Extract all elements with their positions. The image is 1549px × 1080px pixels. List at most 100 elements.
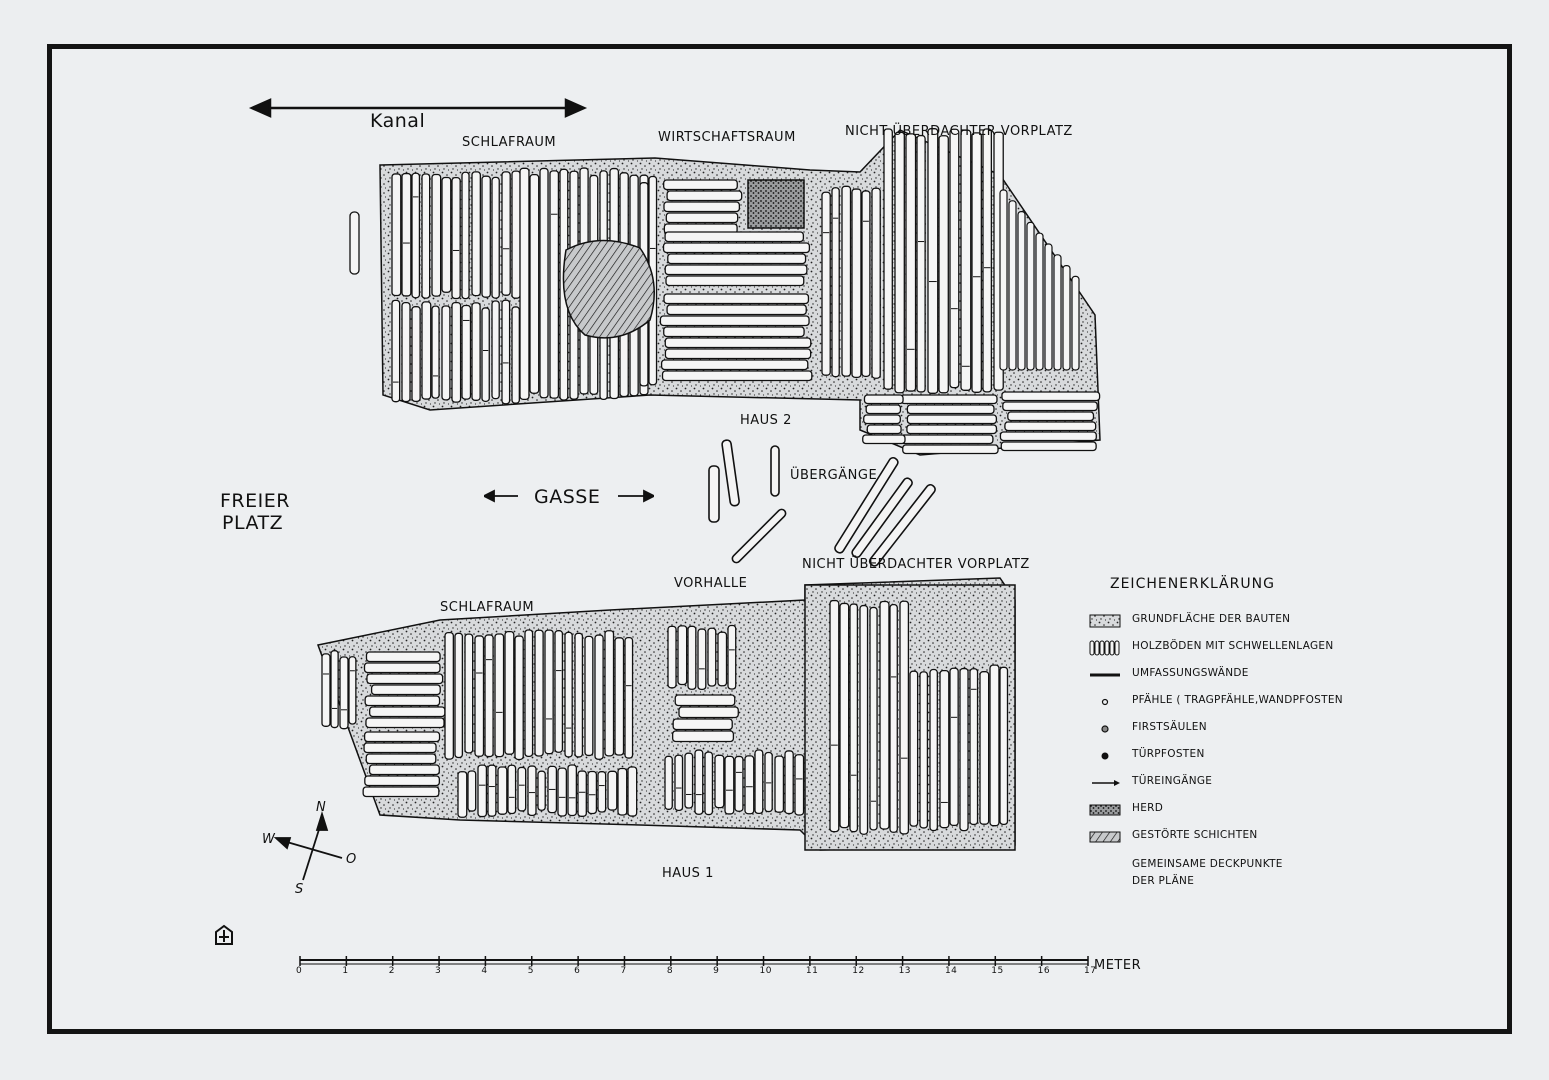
scale-tick-label: 11 [805,966,819,976]
plank [666,304,807,316]
plank [501,171,511,296]
label-haus1: HAUS 1 [662,866,714,881]
plank [594,634,604,760]
plank [900,434,994,445]
plank [365,651,441,663]
plank [1026,221,1035,371]
scale-tick-label: 17 [1084,966,1097,976]
plank [906,404,995,415]
plank [457,771,468,818]
plank [905,133,917,392]
legend-firstsaeulen: FIRSTSÄULEN [1132,721,1207,733]
plank [330,650,339,729]
plank [524,629,534,758]
haus2-wirtschaftsraum-planks [639,175,813,387]
plank [663,293,810,305]
plank [866,424,902,435]
plank [667,625,677,689]
plank [717,631,728,687]
legend-title: ZEICHENERKLÄRUNG [1110,576,1275,592]
scale-tick-label: 10 [759,966,772,976]
compass-w: W [262,832,276,847]
plank [879,600,890,830]
plank [431,173,442,297]
plank [663,201,741,213]
legend-sym-holz [1089,640,1095,656]
plank [1000,441,1097,452]
plank [1004,421,1097,432]
scale-tick-label: 8 [666,966,674,976]
legend-sym-holz [1094,640,1100,656]
scale-tick-label: 14 [944,966,958,976]
plank [477,764,488,818]
plank [678,706,739,719]
kanal-arrow [248,98,588,118]
scale-unit: METER [1094,958,1142,973]
plank [529,173,540,394]
plank [574,632,584,758]
plank [949,128,960,389]
plank [871,187,881,379]
plank [999,666,1009,826]
haus1-west-planks [321,650,446,798]
plank [527,765,537,817]
plank [774,755,785,813]
plank [604,630,615,757]
plank [511,306,520,404]
plank [363,742,437,754]
scale-tick-label: 2 [388,966,395,976]
label-haus1-vorplatz: NICHT ÜBERDACHTER VORPLATZ [802,557,1030,572]
plank [727,624,737,690]
plank [366,673,444,685]
compass-s: S [295,882,304,897]
plank [999,189,1008,371]
plank [1008,200,1017,371]
plank [714,754,725,809]
plank [461,304,472,400]
legend-herd: HERD [1132,802,1164,814]
plank [507,764,517,815]
haus2-vorplatz-planks [821,128,1080,394]
plank [664,264,808,276]
plank [662,242,811,254]
legend-sym-first [1101,725,1109,733]
plank [554,630,564,753]
label-freier: FREIER [220,490,290,512]
legend-deckpunkte: GEMEINSAME DECKPUNKTE DER PLÄNE [1132,858,1283,887]
plank [368,764,440,776]
plank [900,394,998,405]
legend-sym-holz [1099,640,1105,656]
plank [859,604,869,835]
scale-tick-label: 0 [296,966,303,976]
plank [544,629,554,755]
plank [660,359,809,371]
legend-sym-herd [1089,804,1121,816]
plank [514,635,524,761]
plank [401,172,412,297]
plank [484,634,494,758]
scale-tick-label: 3 [435,966,442,976]
plank [794,754,805,816]
plank [497,766,508,815]
plank [411,306,421,403]
scale-tick-label: 16 [1037,966,1051,976]
plank [537,770,546,811]
plank [663,326,805,338]
plank [564,631,573,758]
plank [587,770,598,815]
plank [831,187,840,378]
plank [664,755,673,810]
legend-sym-holz [1104,640,1110,656]
plank [862,434,906,445]
plank [1007,411,1095,422]
plank [969,668,979,826]
haus2-herd [747,179,805,229]
scale-tick-label: 5 [527,966,534,976]
plank [501,299,511,405]
legend-grundflaeche: GRUNDFLÄCHE DER BAUTEN [1132,613,1291,625]
plank [454,632,464,759]
plank [959,667,969,832]
plank [624,636,634,759]
compass-n: N [316,800,327,815]
